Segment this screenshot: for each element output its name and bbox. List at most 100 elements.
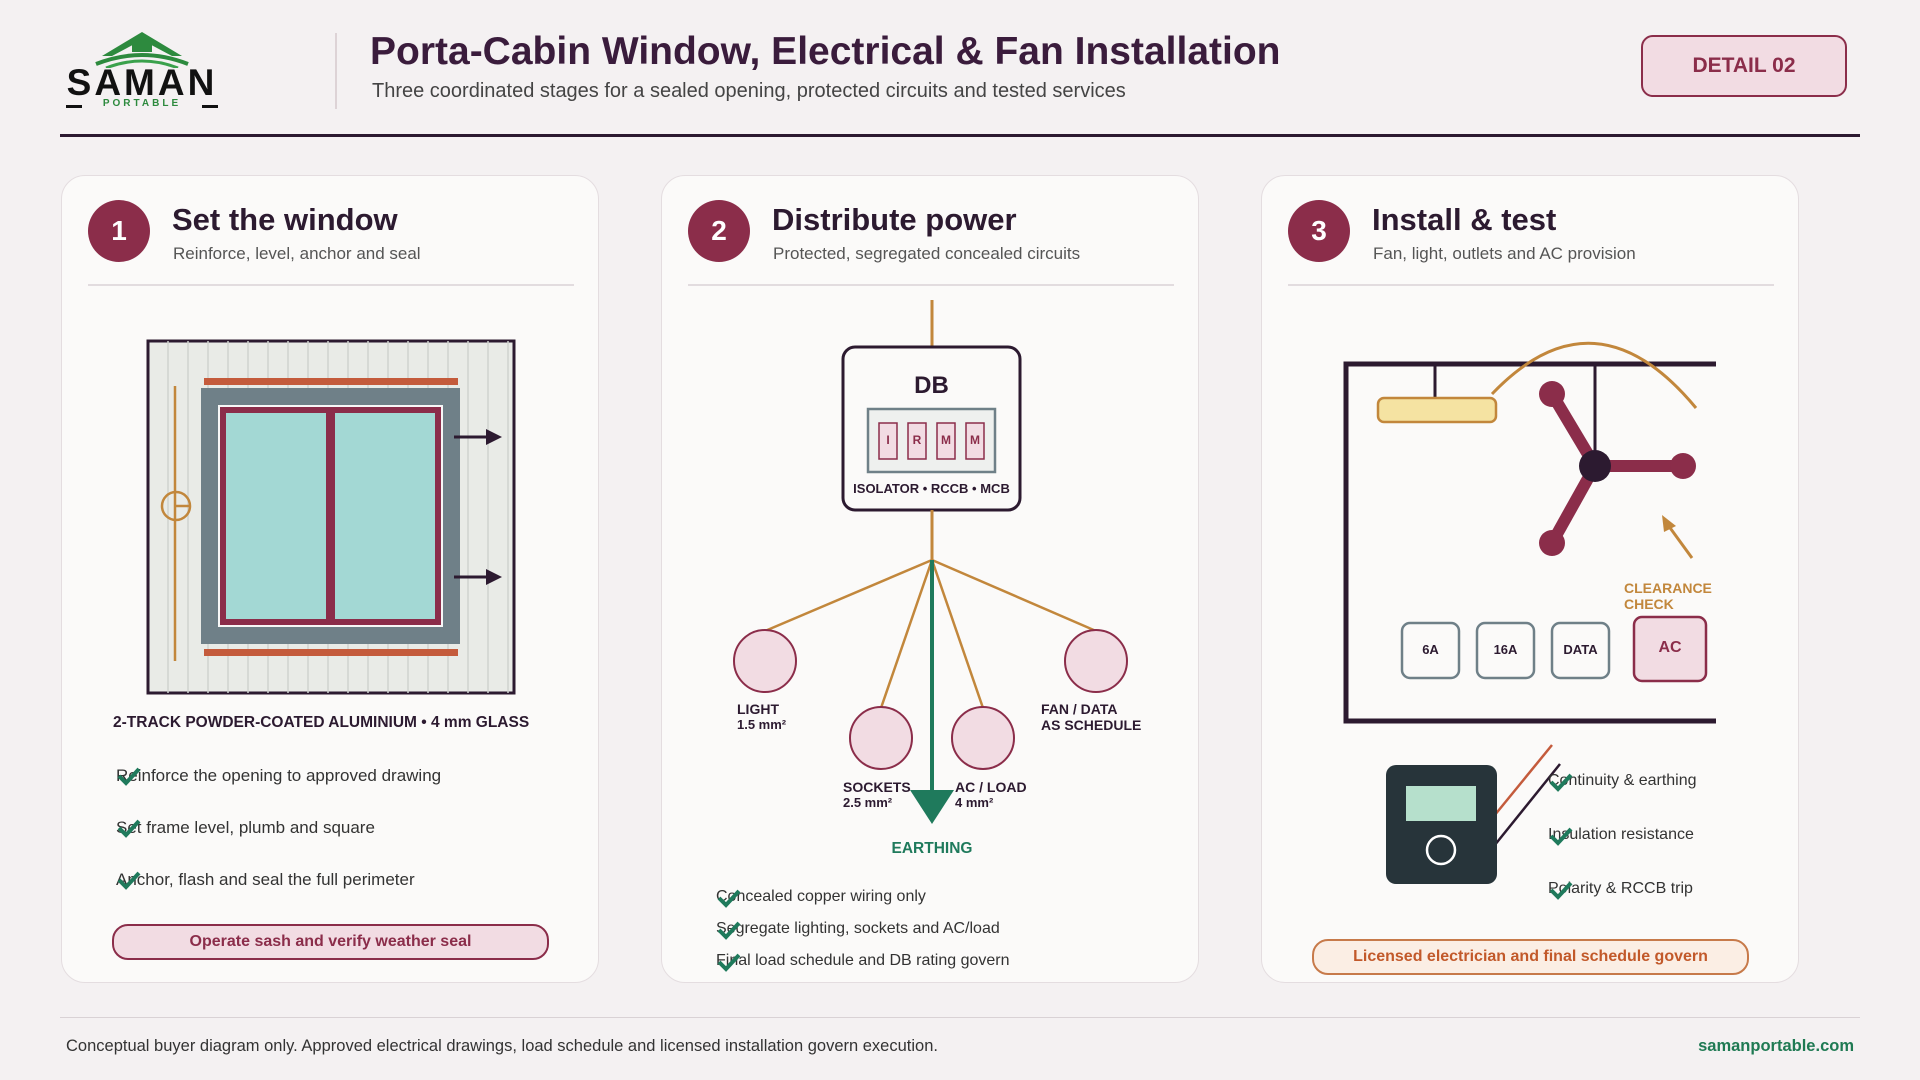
- test-item: Continuity & earthing: [1548, 772, 1697, 792]
- earthing-label: EARTHING: [891, 840, 973, 857]
- circuit-name: AC / LOAD: [955, 779, 1027, 795]
- outlet-16a: [1475, 621, 1536, 680]
- circuit-label-sockets: SOCKETS 2.5 mm²: [843, 779, 911, 811]
- circuit-spec: AS SCHEDULE: [1041, 717, 1142, 733]
- db-module-label: I: [886, 433, 890, 447]
- db-module-label: M: [970, 433, 980, 447]
- arrow-right-icon: [454, 569, 502, 585]
- checklist-item: Final load schedule and DB rating govern: [716, 952, 1010, 972]
- light-fixture-icon: [1376, 364, 1498, 424]
- circuit-label-ac: AC / LOAD 4 mm²: [955, 779, 1027, 811]
- check-icon: [717, 889, 741, 908]
- logo-bar-left: [66, 105, 82, 108]
- outlet-6a: [1400, 621, 1461, 680]
- outlet-label: DATA: [1563, 642, 1598, 657]
- checklist-text: Anchor, flash and seal the full perimete…: [116, 870, 415, 889]
- outlet-label: 6A: [1422, 642, 1439, 657]
- test-text: Insulation resistance: [1548, 826, 1694, 843]
- stage-card-install: 3 Install & test Fan, light, outlets and…: [1261, 175, 1799, 983]
- checklist-item: Segregate lighting, sockets and AC/load: [716, 920, 1000, 940]
- checklist-item: Anchor, flash and seal the full perimete…: [116, 870, 415, 890]
- db-module-label: R: [912, 433, 922, 447]
- check-icon: [1549, 827, 1573, 846]
- window-callout: Operate sash and verify weather seal: [112, 924, 549, 960]
- checklist-item: Reinforce the opening to approved drawin…: [116, 766, 441, 786]
- hinge-icon: [160, 490, 192, 522]
- footer-url[interactable]: samanportable.com: [1698, 1037, 1854, 1055]
- circuit-spec: 2.5 mm²: [843, 795, 893, 810]
- circuit-spec: 1.5 mm²: [737, 717, 787, 732]
- clearance-label: CLEARANCE CHECK: [1624, 580, 1712, 612]
- test-text: Polarity & RCCB trip: [1548, 880, 1693, 897]
- circuit-node-sockets: [849, 706, 913, 770]
- check-icon: [117, 767, 141, 786]
- logo-bar-right: [202, 105, 218, 108]
- footer-note: Conceptual buyer diagram only. Approved …: [66, 1037, 938, 1055]
- check-icon: [1549, 773, 1573, 792]
- stage-number: 3: [1288, 200, 1350, 262]
- page-subtitle: Three coordinated stages for a sealed op…: [372, 80, 1126, 102]
- sill-flashing: [204, 649, 458, 656]
- checklist-item: Concealed copper wiring only: [716, 888, 926, 908]
- stage-card-window: 1 Set the window Reinforce, level, ancho…: [61, 175, 599, 983]
- stage-title: Set the window: [172, 202, 398, 237]
- checklist-text: Concealed copper wiring only: [716, 888, 926, 905]
- header-divider: [335, 33, 337, 109]
- outlet-label-ac: AC: [1658, 639, 1682, 656]
- stage-title: Install & test: [1372, 202, 1557, 237]
- page-title: Porta-Cabin Window, Electrical & Fan Ins…: [370, 30, 1281, 73]
- db-caption: ISOLATOR • RCCB • MCB: [853, 481, 1010, 496]
- window-spec-caption: 2-TRACK POWDER-COATED ALUMINIUM • 4 mm G…: [113, 714, 530, 731]
- stage-rule: [1288, 284, 1774, 286]
- brand-name: SAMAN: [66, 62, 218, 103]
- room-install-diagram: [1343, 341, 1716, 884]
- test-item: Polarity & RCCB trip: [1548, 880, 1693, 900]
- circuit-name: LIGHT: [737, 701, 779, 717]
- checklist-text: Set frame level, plumb and square: [116, 818, 375, 837]
- head-flashing: [204, 378, 458, 385]
- brand-logo: SAMAN PORTABLE: [66, 28, 226, 109]
- checklist-text: Final load schedule and DB rating govern: [716, 952, 1010, 969]
- install-callout: Licensed electrician and final schedule …: [1312, 939, 1749, 975]
- check-icon: [117, 819, 141, 838]
- footer-rule: [60, 1017, 1860, 1018]
- stage-card-power: 2 Distribute power Protected, segregated…: [661, 175, 1199, 983]
- stage-rule: [88, 284, 574, 286]
- outlet-data: [1550, 621, 1611, 680]
- header-rule: [60, 134, 1860, 137]
- circuit-node-ac: [951, 706, 1015, 770]
- stage-subtitle: Fan, light, outlets and AC provision: [1373, 244, 1636, 263]
- test-item: Insulation resistance: [1548, 826, 1694, 846]
- checklist-text: Segregate lighting, sockets and AC/load: [716, 920, 1000, 937]
- circuit-name: SOCKETS: [843, 779, 911, 795]
- test-text: Continuity & earthing: [1548, 772, 1697, 789]
- ceiling-fan-icon: [1490, 341, 1698, 556]
- db-module-label: M: [941, 433, 951, 447]
- db-label: DB: [914, 372, 949, 399]
- check-icon: [717, 921, 741, 940]
- check-icon: [717, 953, 741, 972]
- checklist-item: Set frame level, plumb and square: [116, 818, 375, 838]
- arrow-right-icon: [454, 429, 502, 445]
- check-icon: [117, 871, 141, 890]
- circuit-node-fan-data: [1064, 629, 1128, 693]
- circuit-label-light: LIGHT 1.5 mm²: [737, 701, 786, 733]
- house-roof-icon: [95, 32, 189, 68]
- circuit-name: FAN / DATA: [1041, 701, 1118, 717]
- brand-tagline: PORTABLE: [102, 98, 182, 109]
- clearance-word: CLEARANCE: [1624, 580, 1712, 596]
- stage-title: Distribute power: [772, 202, 1017, 237]
- outlet-label: 16A: [1493, 642, 1518, 657]
- stage-subtitle: Reinforce, level, anchor and seal: [173, 244, 421, 263]
- detail-badge: DETAIL 02: [1641, 35, 1847, 97]
- earth-symbol: [910, 790, 954, 824]
- stage-number: 2: [688, 200, 750, 262]
- circuit-label-fan-data: FAN / DATA AS SCHEDULE: [1041, 701, 1141, 733]
- outlet-ac: [1632, 615, 1708, 683]
- clearance-word: CHECK: [1624, 596, 1674, 612]
- multimeter-icon: [1386, 744, 1561, 884]
- circuit-spec: 4 mm²: [955, 795, 994, 810]
- window-diagram: [146, 339, 516, 695]
- checklist-text: Reinforce the opening to approved drawin…: [116, 766, 442, 785]
- check-icon: [1549, 881, 1573, 900]
